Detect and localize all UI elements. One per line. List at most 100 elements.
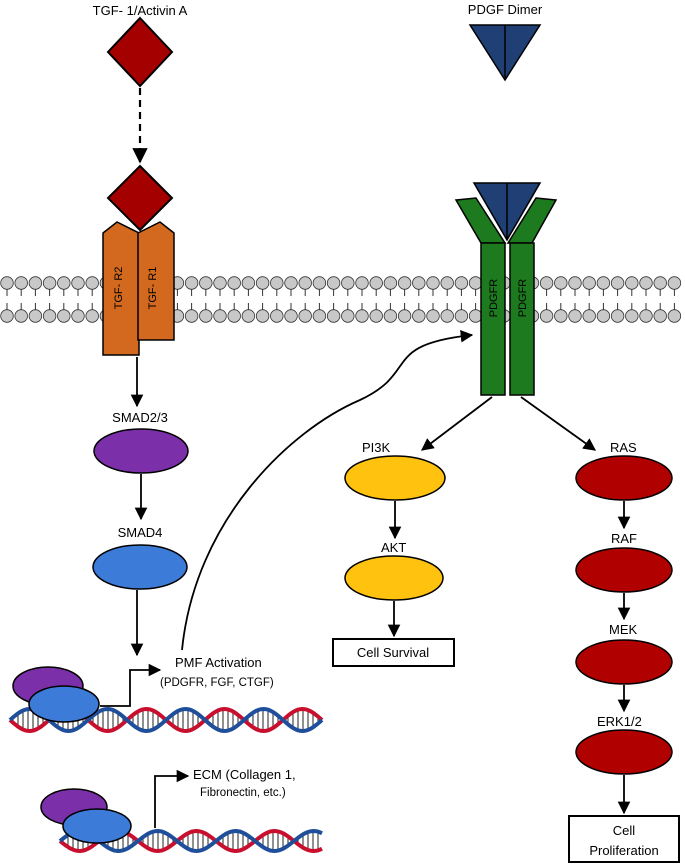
lipid-head bbox=[426, 276, 440, 290]
smad23-label: SMAD2/3 bbox=[112, 410, 168, 425]
pdgfr-left-chain bbox=[480, 242, 506, 396]
pi3k-label: PI3K bbox=[362, 440, 391, 455]
smad23-node bbox=[93, 428, 189, 474]
lipid-head bbox=[582, 309, 596, 323]
akt-node bbox=[344, 555, 444, 601]
lipid-head bbox=[369, 309, 383, 323]
lipid-head bbox=[42, 309, 57, 323]
lipid-head bbox=[596, 276, 611, 290]
lipid-head bbox=[383, 276, 398, 290]
lipid-head bbox=[255, 309, 270, 323]
lipid-head bbox=[312, 276, 327, 290]
lipid-head bbox=[28, 276, 43, 290]
lipid-head bbox=[71, 309, 85, 323]
lipid-head bbox=[625, 276, 639, 290]
lipid-head bbox=[85, 276, 99, 290]
mek-label: MEK bbox=[609, 622, 638, 637]
lipid-head bbox=[610, 276, 625, 290]
smad4-node bbox=[92, 544, 188, 590]
lipid-head bbox=[610, 309, 625, 323]
lipid-head bbox=[255, 276, 270, 290]
mek-node bbox=[575, 639, 673, 685]
lipid-head bbox=[568, 276, 582, 290]
lipid-head bbox=[639, 276, 653, 290]
transcription-arrow-ecm bbox=[154, 769, 190, 828]
lipid-head bbox=[412, 309, 426, 323]
smad4-label: SMAD4 bbox=[118, 525, 163, 540]
lipid-head bbox=[326, 276, 341, 290]
lipid-head bbox=[426, 309, 440, 323]
feedback-arrow-pmf-to-pdgfr bbox=[181, 329, 474, 651]
tgf-ligand-diamond bbox=[106, 16, 174, 88]
tgf-r1-label: TGF- R1 bbox=[147, 267, 159, 310]
lipid-head bbox=[71, 276, 85, 290]
lipid-head bbox=[199, 276, 213, 290]
lipid-head bbox=[369, 276, 383, 290]
akt-label: AKT bbox=[381, 540, 406, 555]
lipid-head bbox=[596, 309, 611, 323]
lipid-head bbox=[667, 276, 682, 290]
lipid-head bbox=[383, 309, 398, 323]
lipid-head bbox=[554, 276, 568, 290]
lipid-head bbox=[639, 309, 653, 323]
raf-node bbox=[575, 547, 673, 593]
lipid-head bbox=[326, 309, 341, 323]
lipid-head bbox=[667, 309, 682, 323]
lipid-head bbox=[355, 309, 369, 323]
ecm-label-line1: ECM (Collagen 1, bbox=[193, 767, 296, 782]
lipid-head bbox=[57, 309, 71, 323]
lipid-head bbox=[213, 309, 227, 323]
lipid-head bbox=[625, 309, 639, 323]
lipid-head bbox=[397, 276, 412, 290]
lipid-head bbox=[653, 276, 667, 290]
lipid-head bbox=[14, 309, 28, 323]
lipid-head bbox=[57, 276, 71, 290]
lipid-head bbox=[184, 276, 199, 290]
tgf-r1-receptor bbox=[137, 221, 175, 341]
lipid-head bbox=[298, 309, 312, 323]
lipid-head bbox=[440, 276, 454, 290]
dna-strand-blue bbox=[58, 828, 323, 854]
lipid-head bbox=[0, 276, 14, 290]
tgf-r2-label: TGF- R2 bbox=[113, 267, 125, 310]
erk-node bbox=[575, 729, 673, 775]
tgf-ligand-label: TGF- 1/Activin A bbox=[93, 3, 188, 18]
lipid-head bbox=[312, 309, 327, 323]
lipid-head bbox=[468, 309, 483, 323]
dna-strand-blue bbox=[8, 706, 324, 734]
lipid-head bbox=[227, 276, 241, 290]
transcription-arrow-pmf bbox=[100, 663, 162, 707]
lipid-head bbox=[42, 276, 57, 290]
pi3k-node bbox=[344, 455, 446, 501]
lipid-head bbox=[355, 276, 369, 290]
lipid-head bbox=[284, 276, 298, 290]
lipid-head bbox=[298, 276, 312, 290]
lipid-head bbox=[241, 276, 256, 290]
lipid-head bbox=[582, 276, 596, 290]
lipid-head bbox=[213, 276, 227, 290]
lipid-head bbox=[270, 276, 284, 290]
ras-label: RAS bbox=[610, 440, 637, 455]
lipid-head bbox=[85, 309, 99, 323]
lipid-head bbox=[454, 276, 469, 290]
lipid-head bbox=[412, 276, 426, 290]
lipid-head bbox=[199, 309, 213, 323]
cell-survival-label: Cell Survival bbox=[357, 645, 429, 660]
lipid-head bbox=[539, 276, 554, 290]
lipid-head bbox=[184, 309, 199, 323]
smad4-complex-2 bbox=[62, 808, 132, 844]
ras-node bbox=[575, 455, 673, 501]
lipid-head bbox=[653, 309, 667, 323]
lipid-head bbox=[454, 309, 469, 323]
lipid-head bbox=[241, 309, 256, 323]
pdgfr-right-label: PDGFR bbox=[517, 279, 529, 318]
lipid-head bbox=[14, 276, 28, 290]
lipid-head bbox=[554, 309, 568, 323]
lipid-head bbox=[440, 309, 454, 323]
lipid-head bbox=[539, 309, 554, 323]
lipid-head bbox=[341, 309, 355, 323]
lipid-head bbox=[284, 309, 298, 323]
ecm-label-line2: Fibronectin, etc.) bbox=[200, 787, 286, 799]
tgf-bound-ligand-diamond bbox=[106, 164, 174, 232]
